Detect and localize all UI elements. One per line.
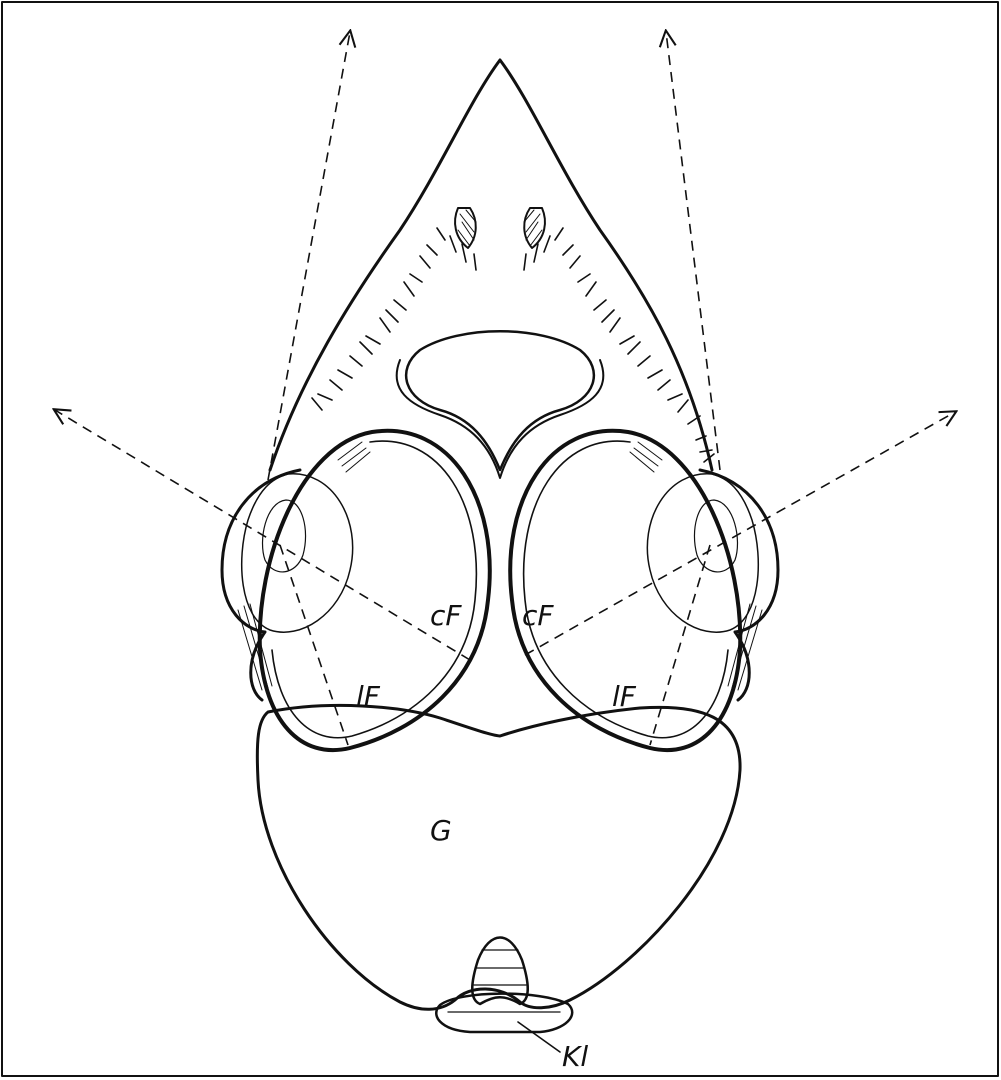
left-lf-axis bbox=[280, 545, 348, 745]
left-vertical-axis-arrow bbox=[268, 32, 350, 480]
bristles bbox=[312, 228, 714, 462]
right-lf-axis bbox=[650, 545, 710, 745]
label-lf-left: lF bbox=[356, 680, 381, 713]
label-lf-right: lF bbox=[612, 680, 637, 713]
label-cf-left: cF bbox=[430, 599, 462, 632]
optical-axes bbox=[55, 32, 955, 745]
head-outline bbox=[270, 60, 712, 470]
tip-organs bbox=[455, 208, 545, 248]
left-lateral-axis-arrow bbox=[55, 410, 470, 660]
label-g: G bbox=[430, 814, 452, 847]
spinnerets bbox=[436, 938, 572, 1033]
label-kl: Kl bbox=[562, 1040, 588, 1073]
kl-leader-line bbox=[518, 1022, 560, 1052]
label-cf-right: cF bbox=[522, 599, 554, 632]
central-plate bbox=[406, 331, 594, 470]
